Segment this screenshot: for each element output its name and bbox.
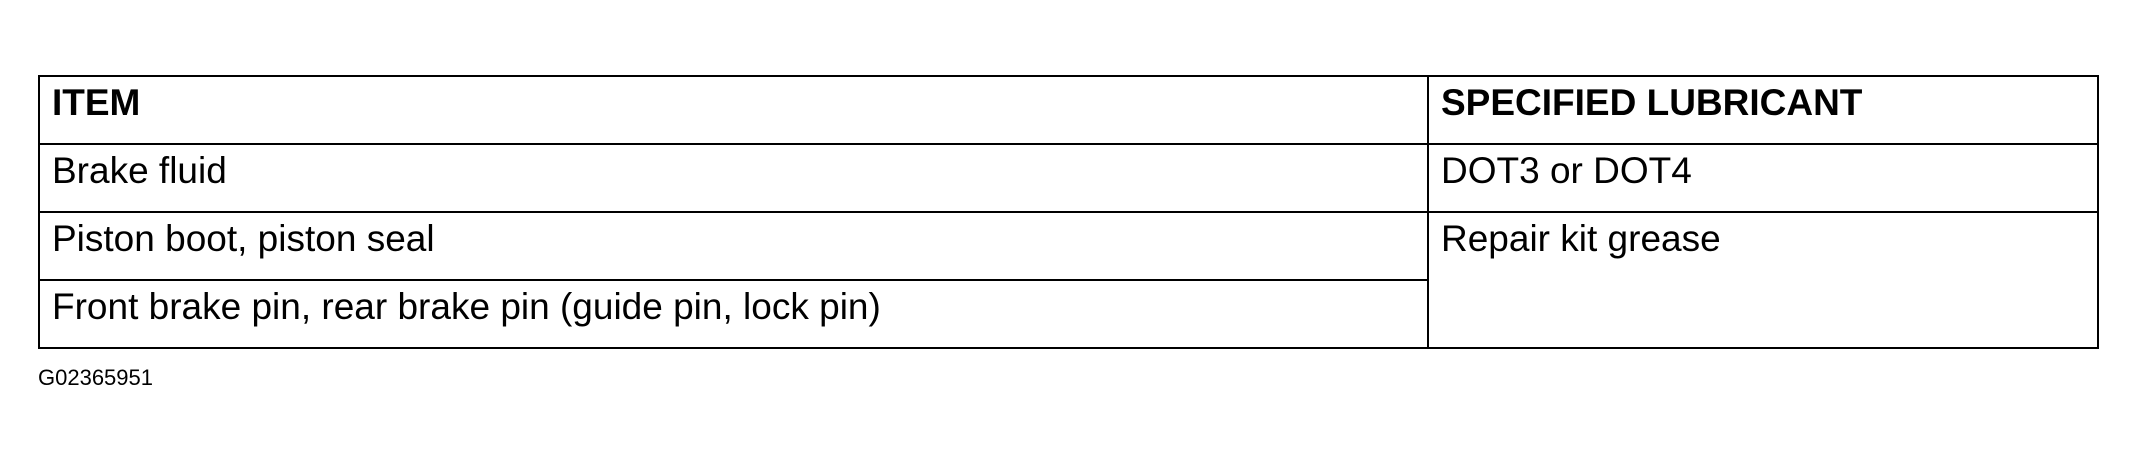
lubricant-cell: Repair kit grease — [1427, 211, 2099, 349]
table-row: Brake fluid DOT3 or DOT4 — [38, 143, 2099, 213]
item-cell: Brake fluid — [38, 143, 1429, 213]
table-header-row: ITEM SPECIFIED LUBRICANT — [38, 75, 2099, 145]
item-cell: Piston boot, piston seal — [38, 211, 1429, 281]
lubricant-cell: DOT3 or DOT4 — [1427, 143, 2099, 213]
header-item: ITEM — [38, 75, 1429, 145]
lubricant-spec-table: ITEM SPECIFIED LUBRICANT Brake fluid DOT… — [38, 75, 2099, 349]
table-row: Front brake pin, rear brake pin (guide p… — [38, 279, 2098, 349]
header-specified-lubricant: SPECIFIED LUBRICANT — [1427, 75, 2099, 145]
figure-id-label: G02365951 — [38, 365, 153, 390]
table-row: Piston boot, piston seal Repair kit grea… — [38, 211, 2099, 349]
item-cell: Front brake pin, rear brake pin (guide p… — [38, 279, 1429, 349]
